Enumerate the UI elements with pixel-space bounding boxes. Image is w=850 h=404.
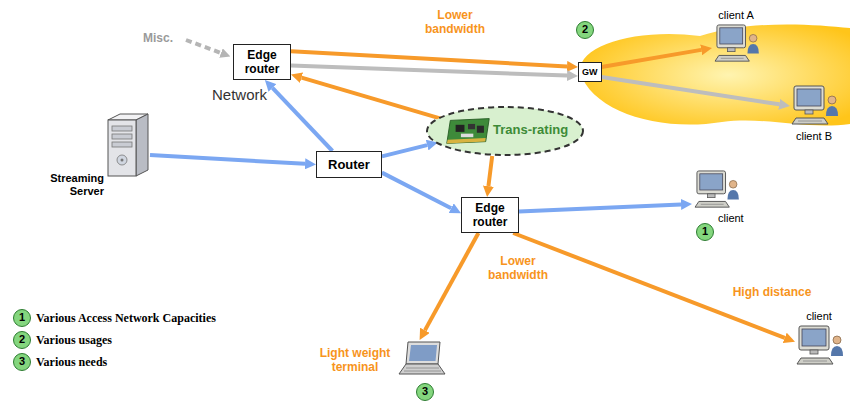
- trans-rating-label: Trans-rating: [493, 122, 568, 137]
- server-icon-picture: [106, 112, 150, 178]
- legend-text: Various needs: [36, 355, 107, 370]
- client-computer-picture: [692, 170, 740, 210]
- edge-router-box: Edge router: [461, 197, 519, 233]
- connector-arrow: [602, 77, 780, 104]
- connector-arrow: [519, 204, 681, 211]
- terminal-label: Light weight terminal: [316, 346, 394, 374]
- router-box: Router: [316, 151, 382, 178]
- gateway-label: GW: [582, 67, 598, 77]
- laptop-terminal: Light weight terminal: [398, 340, 446, 380]
- connector-arrow: [602, 50, 702, 67]
- connector-arrow: [150, 155, 305, 164]
- connector-arrow: [272, 88, 332, 151]
- connector-arrow: [382, 173, 451, 209]
- legend-number: 1: [13, 309, 31, 327]
- router-label: Router: [328, 157, 370, 172]
- client-label: client A: [696, 9, 776, 21]
- legend-number: 3: [13, 353, 31, 371]
- connector-arrow: [488, 156, 492, 186]
- callout-number: 2: [576, 21, 594, 39]
- router-label: Edge router: [467, 201, 513, 229]
- connector-arrow: [291, 66, 567, 76]
- edge-label: High distance: [722, 285, 822, 299]
- client-computer: client B: [790, 85, 838, 127]
- connector-arrow: [425, 233, 479, 330]
- edge-router-box: Edge router: [233, 44, 291, 80]
- edge-label: Lower bandwidth: [478, 254, 558, 282]
- router-label: Edge router: [239, 48, 285, 76]
- legend-text: Various Access Network Capacities: [36, 311, 216, 326]
- trans-rating-ellipse: Trans-rating: [425, 105, 585, 157]
- network-cloud: NetworkEdge routerTrans-ratingRouterEdge…: [120, 2, 580, 240]
- client-computer: client A: [712, 24, 760, 64]
- client-computer: client: [692, 170, 740, 210]
- connector-arrow: [382, 145, 427, 156]
- server-icon: Streaming Server: [106, 112, 150, 178]
- client-computer: client: [795, 325, 843, 367]
- client-computer-picture: [712, 24, 760, 64]
- connector-arrow: [302, 78, 445, 120]
- client-computer-picture: [790, 85, 838, 127]
- home-network-area: [580, 24, 850, 125]
- callout-number: 3: [416, 383, 434, 401]
- client-label: client: [779, 310, 850, 322]
- misc-label: Misc.: [143, 31, 173, 45]
- edge-label: Lower bandwidth: [410, 8, 500, 36]
- cloud-label: Network: [212, 86, 267, 103]
- connector-arrow: [291, 51, 567, 66]
- client-label: client B: [774, 130, 850, 142]
- legend-number: 2: [13, 331, 31, 349]
- client-computer-picture: [795, 325, 843, 367]
- callout-number: 1: [696, 223, 714, 241]
- legend-text: Various usages: [36, 333, 112, 348]
- circuit-board-picture: [447, 119, 489, 144]
- misc-dashed-arrow: [186, 40, 221, 53]
- server-label: Streaming Server: [30, 172, 104, 198]
- gateway-box: GW: [578, 62, 602, 82]
- laptop-terminal-picture: [398, 340, 446, 380]
- client-label: client: [718, 212, 744, 224]
